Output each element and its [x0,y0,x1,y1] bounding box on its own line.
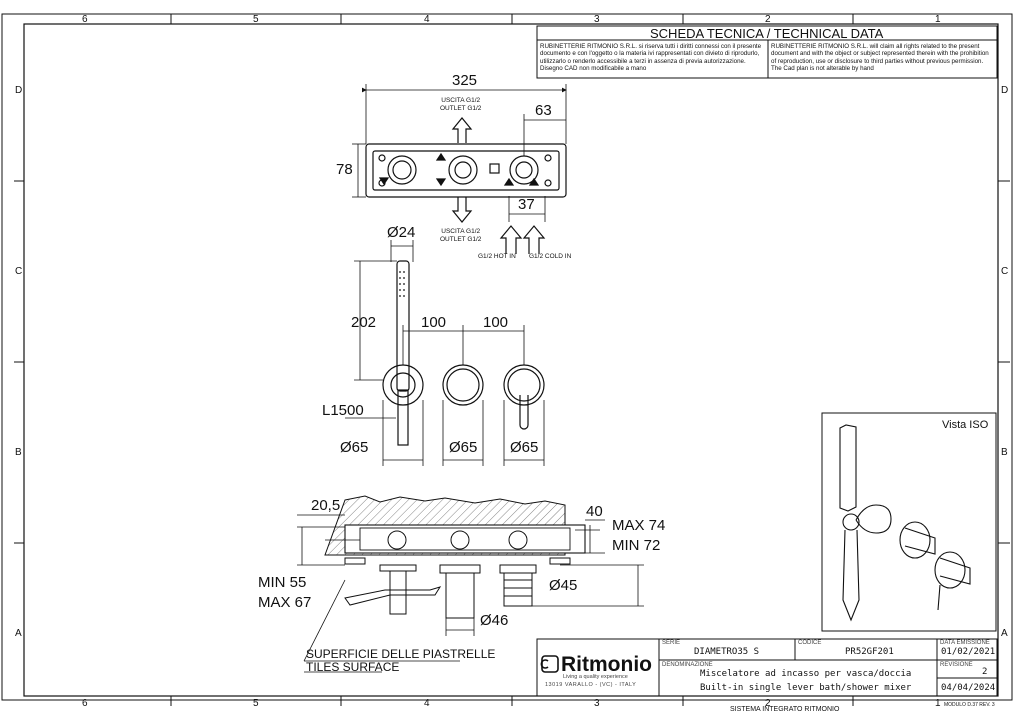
tiles-surface-label-en: TILES SURFACE [306,660,400,674]
zone-row-c-left: C [15,266,23,277]
dim-diameter-45: Ø45 [549,577,578,594]
zone-col-1-top: 1 [935,14,941,25]
outlet-top-label-it: USCITA G1/2 [441,97,481,104]
sheet-title: SCHEDA TECNICA / TECHNICAL DATA [650,26,884,41]
iso-view-drawing [839,424,971,622]
ritmonio-logo [540,655,559,673]
rosette-3-diameter: Ø65 [510,439,539,456]
serie-label: SERIE [662,640,681,646]
section-dimensions [297,514,644,673]
cold-inlet-label: G1/2 COLD IN [529,253,572,260]
rosette-1-diameter: Ø65 [340,439,369,456]
revisione-label: REVISIONE [940,662,973,668]
codice-value: PR52GF201 [845,647,894,657]
zone-col-1-bottom: 1 [935,698,941,709]
dim-right-offset: 40 [586,503,603,520]
hot-inlet-label: G1/2 HOT IN [478,253,516,260]
title-block-lines [536,638,998,697]
outlet-top-label: USCITA G1/2 OUTLET G1/2 [440,97,481,113]
dim-spacing-2: 100 [483,314,509,331]
dim-handshower-diameter: Ø24 [387,224,416,241]
revision-date: 04/04/2024 [941,683,996,693]
sheet-frame [1,13,1013,701]
dim-spacing-1: 100 [421,314,447,331]
dim-outlet-offset: 63 [535,102,552,119]
max-wall: MAX 67 [258,594,312,611]
section-view [324,495,586,619]
zone-row-a-left: A [15,628,22,639]
front-view [382,260,545,446]
top-dimensions [352,84,567,222]
dim-diameter-46: Ø46 [480,612,509,629]
header-box [536,25,998,79]
min-wall: MIN 55 [258,574,307,591]
zone-row-d-left: D [15,85,23,96]
dim-plate-width: 325 [452,72,478,89]
data-emissione-label: DATA EMISSIONE [940,640,990,646]
outlet-arrows [451,117,546,254]
rosette-2-diameter: Ø65 [449,439,478,456]
zone-col-2-top: 2 [765,14,771,25]
system-name: SISTEMA INTEGRATO RITMONIO [730,706,840,713]
handshower-dots [399,271,405,297]
revisione-value: 2 [982,667,988,677]
zone-row-b-left: B [15,447,22,458]
dim-left-offset: 20,5 [311,497,341,514]
max-depth: MAX 74 [612,517,666,534]
disclaimer-italian: RUBINETTERIE RITMONIO S.R.L. si riserva … [540,43,762,72]
iso-view-box [821,412,997,632]
tiles-surface-label-it: SUPERFICIE DELLE PIASTRELLE [306,647,496,661]
outlet-bottom-label-en: OUTLET G1/2 [440,236,482,244]
brand-address: 13019 VARALLO - (VC) - ITALY [545,682,637,688]
top-view [365,143,567,198]
zone-row-b-right: B [1001,447,1008,458]
zone-col-4-top: 4 [424,14,430,25]
zone-col-5-bottom: 5 [253,698,259,709]
codice-label: CODICE [798,640,822,646]
description-italian: Miscelatore ad incasso per vasca/doccia [700,669,912,679]
zone-col-6-bottom: 6 [82,698,88,709]
zone-col-4-bottom: 4 [424,698,430,709]
zone-ticks [14,14,1010,706]
dim-handshower-height: 202 [351,314,377,331]
dim-inlet-spacing: 37 [518,196,535,213]
zone-col-3-bottom: 3 [594,698,600,709]
front-dimensions [345,240,545,466]
description-english: Built-in single lever bath/shower mixer [700,683,912,693]
outlet-bottom-label: USCITA G1/2 OUTLET G1/2 [440,228,481,244]
zone-row-c-right: C [1001,266,1009,277]
hose-length: L1500 [322,402,364,419]
min-depth: MIN 72 [612,537,661,554]
serie-value: DIAMETRO35 S [694,647,760,657]
zone-row-d-right: D [1001,85,1009,96]
disclaimer-english: RUBINETTERIE RITMONIO S.R.L. will claim … [771,43,989,72]
zone-col-5-top: 5 [253,14,259,25]
data-emissione-value: 01/02/2021 [941,647,996,657]
outlet-bottom-label-it: USCITA G1/2 [441,228,481,235]
zone-col-2-bottom: 2 [765,698,771,709]
iso-view-title: Vista ISO [942,419,989,431]
dim-plate-height: 78 [336,161,353,178]
brand-tagline: Living a quality experience [563,674,628,680]
zone-row-a-right: A [1001,628,1008,639]
modulo-reference: MODULO D.37 REV. 3 [944,702,995,708]
zone-col-6-top: 6 [82,14,88,25]
brand-name: Ritmonio [561,653,652,676]
denominazione-label: DENOMINAZIONE [662,662,713,668]
outlet-top-label-en: OUTLET G1/2 [440,105,482,113]
zone-col-3-top: 3 [594,14,600,25]
